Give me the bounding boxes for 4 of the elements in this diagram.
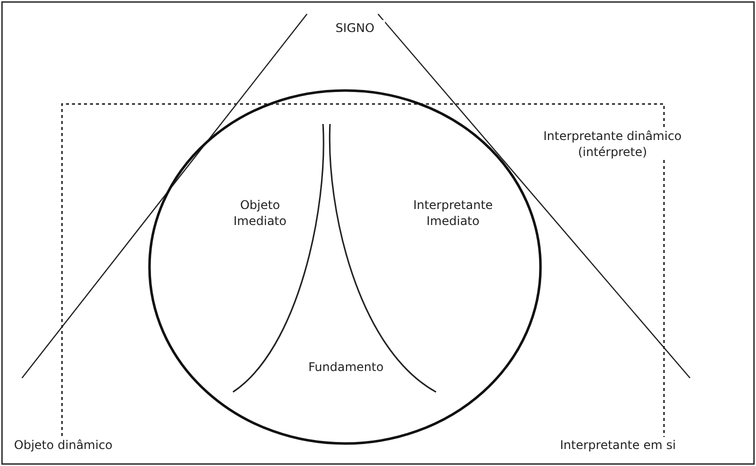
region-label: Fundamento: [307, 359, 385, 375]
region-label: Interpretante Imediato: [412, 197, 494, 229]
circle-node: [148, 89, 542, 445]
region-label: Objeto Imediato: [232, 197, 288, 229]
